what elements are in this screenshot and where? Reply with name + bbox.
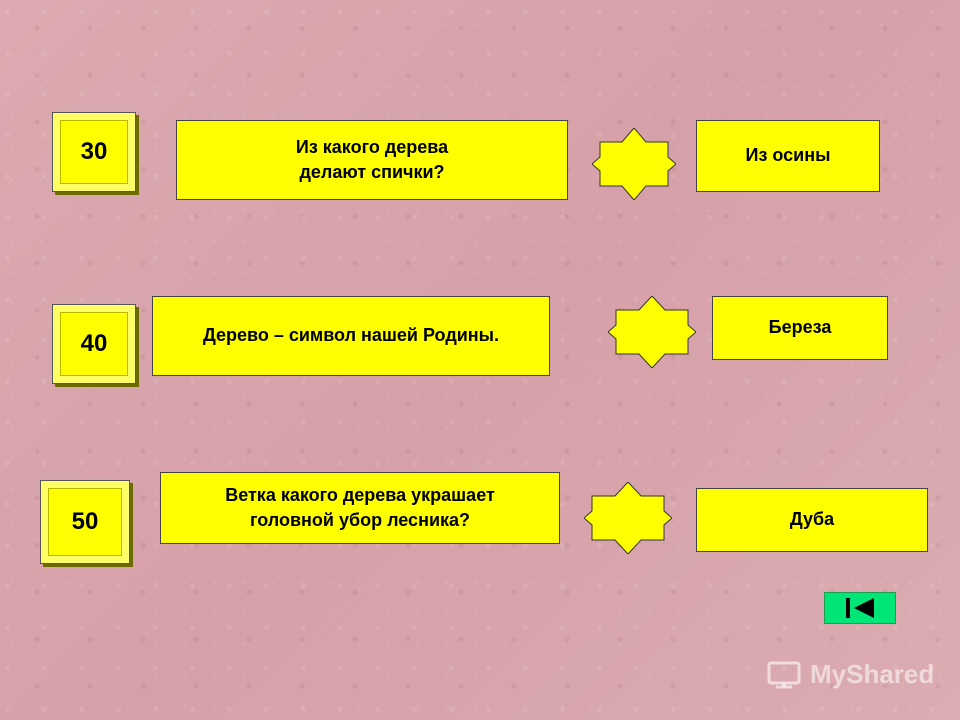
star-icon[interactable] — [592, 128, 676, 200]
projector-icon — [767, 661, 801, 689]
end-show-button[interactable] — [824, 592, 896, 624]
question-box: Дерево – символ нашей Родины. — [152, 296, 550, 376]
question-box: Из какого дерева делают спички? — [176, 120, 568, 200]
watermark: MyShared — [766, 652, 934, 696]
end-show-icon — [846, 598, 874, 618]
points-label: 30 — [80, 138, 108, 165]
star-icon[interactable] — [608, 296, 696, 368]
points-label: 50 — [71, 508, 99, 535]
star-icon[interactable] — [584, 482, 672, 554]
points-button-30[interactable]: 30 — [52, 112, 136, 192]
answer-box: Береза — [712, 296, 888, 360]
points-label: 40 — [80, 330, 108, 357]
points-button-50[interactable]: 50 — [40, 480, 130, 564]
points-button-40[interactable]: 40 — [52, 304, 136, 384]
answer-box: Дуба — [696, 488, 928, 552]
question-box: Ветка какого дерева украшает головной уб… — [160, 472, 560, 544]
watermark-text: MyShared — [810, 658, 935, 689]
answer-box: Из осины — [696, 120, 880, 192]
